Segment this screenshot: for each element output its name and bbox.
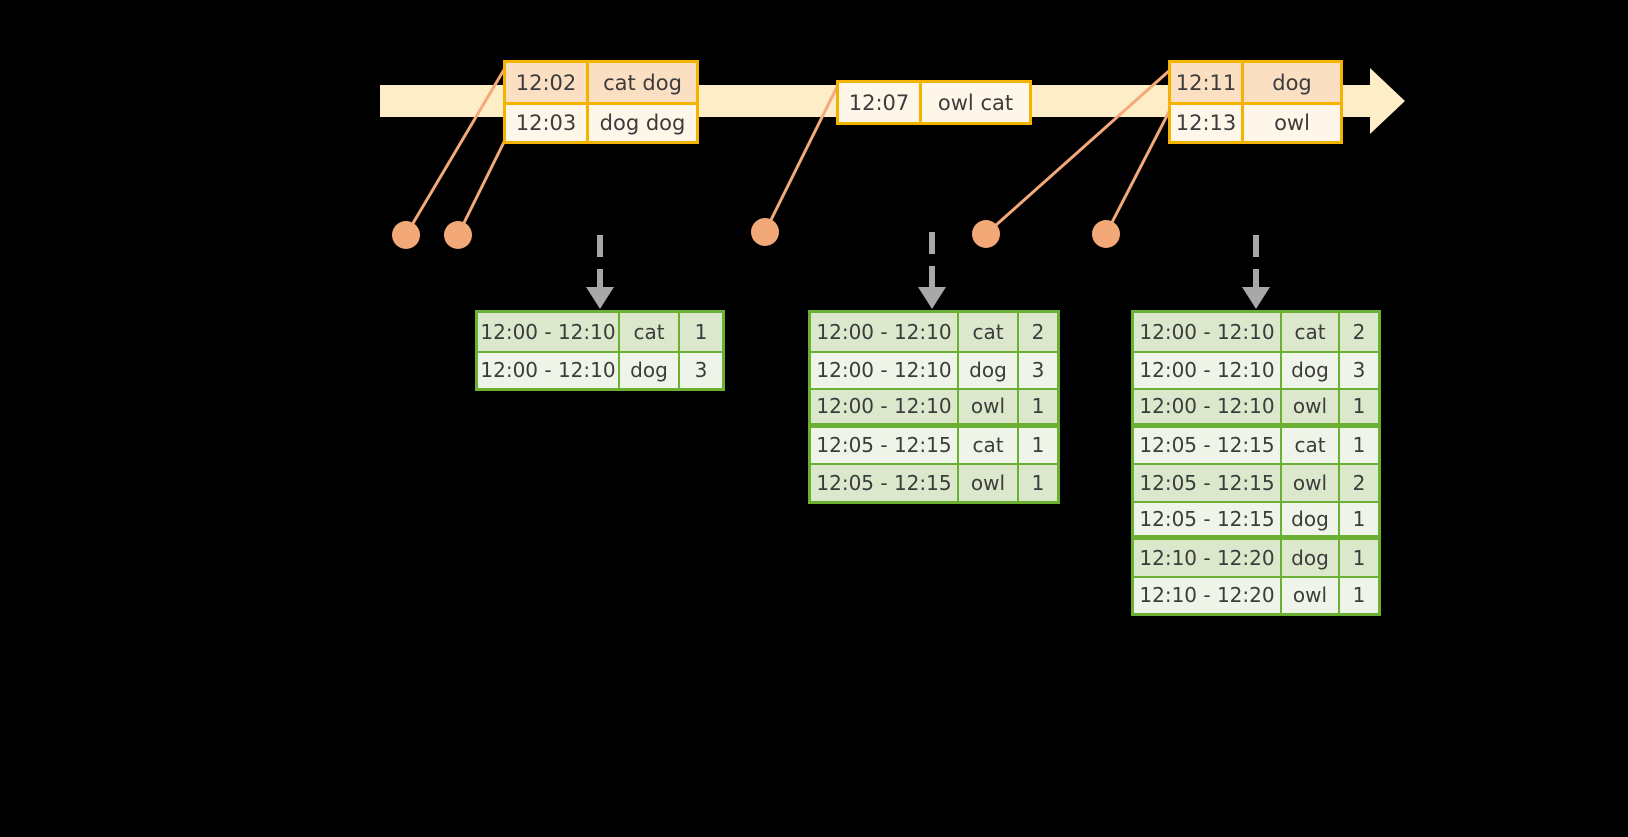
table-row[interactable]: 12:00 - 12:10 cat 2 xyxy=(811,313,1057,351)
table-row[interactable]: 12:05 - 12:15 cat 1 xyxy=(811,425,1057,463)
table-row[interactable]: 12:10 - 12:20 owl 1 xyxy=(1134,575,1378,613)
event-time: 12:02 xyxy=(506,63,589,102)
table-row[interactable]: 12:05 - 12:15 owl 1 xyxy=(811,463,1057,501)
cell-count: 2 xyxy=(1019,313,1057,351)
cell-word: owl xyxy=(1282,465,1340,501)
event-dot-5 xyxy=(1092,220,1120,248)
cell-count: 2 xyxy=(1340,313,1378,351)
cell-word: owl xyxy=(959,390,1019,423)
cell-window: 12:05 - 12:15 xyxy=(1134,427,1282,463)
table-row[interactable]: 12:00 - 12:10 cat 1 xyxy=(478,313,722,351)
event-time: 12:03 xyxy=(506,105,589,141)
cell-window: 12:10 - 12:20 xyxy=(1134,577,1282,613)
event-dot-2 xyxy=(444,221,472,249)
cell-count: 1 xyxy=(1340,502,1378,535)
cell-word: owl xyxy=(1282,390,1340,423)
cell-window: 12:05 - 12:15 xyxy=(1134,502,1282,535)
cell-count: 1 xyxy=(1340,577,1378,613)
cell-window: 12:00 - 12:10 xyxy=(811,313,959,351)
event-dot-1 xyxy=(392,221,420,249)
timeline-event-row[interactable]: 12:11 dog xyxy=(1171,63,1340,102)
timeline-event-row[interactable]: 12:03 dog dog xyxy=(506,102,696,141)
cell-window: 12:00 - 12:10 xyxy=(1134,313,1282,351)
cell-word: dog xyxy=(1282,502,1340,535)
cell-word: cat xyxy=(1282,427,1340,463)
dashed-arrows xyxy=(586,232,1270,309)
cell-count: 1 xyxy=(1019,465,1057,501)
cell-window: 12:00 - 12:10 xyxy=(811,352,959,388)
cell-count: 1 xyxy=(680,313,722,351)
table-row[interactable]: 12:00 - 12:10 dog 3 xyxy=(1134,350,1378,388)
cell-word: dog xyxy=(959,352,1019,388)
cell-count: 3 xyxy=(1019,352,1057,388)
table-row[interactable]: 12:10 - 12:20 dog 1 xyxy=(1134,538,1378,576)
cell-word: cat xyxy=(620,313,680,351)
table-row[interactable]: 12:00 - 12:10 owl 1 xyxy=(811,388,1057,426)
cell-window: 12:00 - 12:10 xyxy=(478,313,620,351)
event-time: 12:07 xyxy=(839,83,922,122)
cell-count: 1 xyxy=(1340,390,1378,423)
cell-window: 12:00 - 12:10 xyxy=(1134,390,1282,423)
dashed-arrow-1 xyxy=(586,235,614,309)
cell-count: 1 xyxy=(1340,540,1378,576)
event-words: owl cat xyxy=(922,83,1029,122)
cell-window: 12:05 - 12:15 xyxy=(1134,465,1282,501)
cell-window: 12:10 - 12:20 xyxy=(1134,540,1282,576)
event-dot-3 xyxy=(751,218,779,246)
event-words: dog dog xyxy=(589,105,696,141)
cell-window: 12:00 - 12:10 xyxy=(811,390,959,423)
cell-count: 3 xyxy=(1340,352,1378,388)
cell-window: 12:00 - 12:10 xyxy=(478,352,620,388)
event-words: cat dog xyxy=(589,63,696,102)
dashed-arrow-2 xyxy=(918,232,946,309)
cell-count: 1 xyxy=(1340,427,1378,463)
result-table-1[interactable]: 12:00 - 12:10 cat 1 12:00 - 12:10 dog 3 xyxy=(475,310,725,391)
event-dots xyxy=(392,218,1120,249)
cell-word: dog xyxy=(1282,540,1340,576)
result-table-3[interactable]: 12:00 - 12:10 cat 2 12:00 - 12:10 dog 3 … xyxy=(1131,310,1381,616)
cell-word: dog xyxy=(1282,352,1340,388)
event-words: owl xyxy=(1244,105,1340,141)
table-row[interactable]: 12:05 - 12:15 dog 1 xyxy=(1134,500,1378,538)
timeline-event-row[interactable]: 12:07 owl cat xyxy=(839,83,1029,122)
table-row[interactable]: 12:00 - 12:10 owl 1 xyxy=(1134,388,1378,426)
table-row[interactable]: 12:05 - 12:15 owl 2 xyxy=(1134,463,1378,501)
cell-window: 12:05 - 12:15 xyxy=(811,427,959,463)
timeline-event-group-1[interactable]: 12:02 cat dog 12:03 dog dog xyxy=(503,60,699,144)
cell-count: 1 xyxy=(1019,427,1057,463)
table-row[interactable]: 12:00 - 12:10 dog 3 xyxy=(478,350,722,388)
timeline-event-row[interactable]: 12:02 cat dog xyxy=(506,63,696,102)
dashed-arrow-3 xyxy=(1242,235,1270,309)
cell-window: 12:00 - 12:10 xyxy=(1134,352,1282,388)
cell-word: owl xyxy=(1282,577,1340,613)
table-row[interactable]: 12:00 - 12:10 cat 2 xyxy=(1134,313,1378,351)
cell-count: 3 xyxy=(680,352,722,388)
event-words: dog xyxy=(1244,63,1340,102)
cell-word: cat xyxy=(1282,313,1340,351)
timeline-event-row[interactable]: 12:13 owl xyxy=(1171,102,1340,141)
event-dot-4 xyxy=(972,220,1000,248)
table-row[interactable]: 12:00 - 12:10 dog 3 xyxy=(811,350,1057,388)
timeline-event-group-2[interactable]: 12:07 owl cat xyxy=(836,80,1032,125)
result-table-2[interactable]: 12:00 - 12:10 cat 2 12:00 - 12:10 dog 3 … xyxy=(808,310,1060,504)
cell-word: cat xyxy=(959,427,1019,463)
timeline-event-group-3[interactable]: 12:11 dog 12:13 owl xyxy=(1168,60,1343,144)
event-time: 12:11 xyxy=(1171,63,1244,102)
table-row[interactable]: 12:05 - 12:15 cat 1 xyxy=(1134,425,1378,463)
cell-count: 2 xyxy=(1340,465,1378,501)
cell-word: owl xyxy=(959,465,1019,501)
event-time: 12:13 xyxy=(1171,105,1244,141)
cell-word: dog xyxy=(620,352,680,388)
cell-window: 12:05 - 12:15 xyxy=(811,465,959,501)
cell-count: 1 xyxy=(1019,390,1057,423)
cell-word: cat xyxy=(959,313,1019,351)
